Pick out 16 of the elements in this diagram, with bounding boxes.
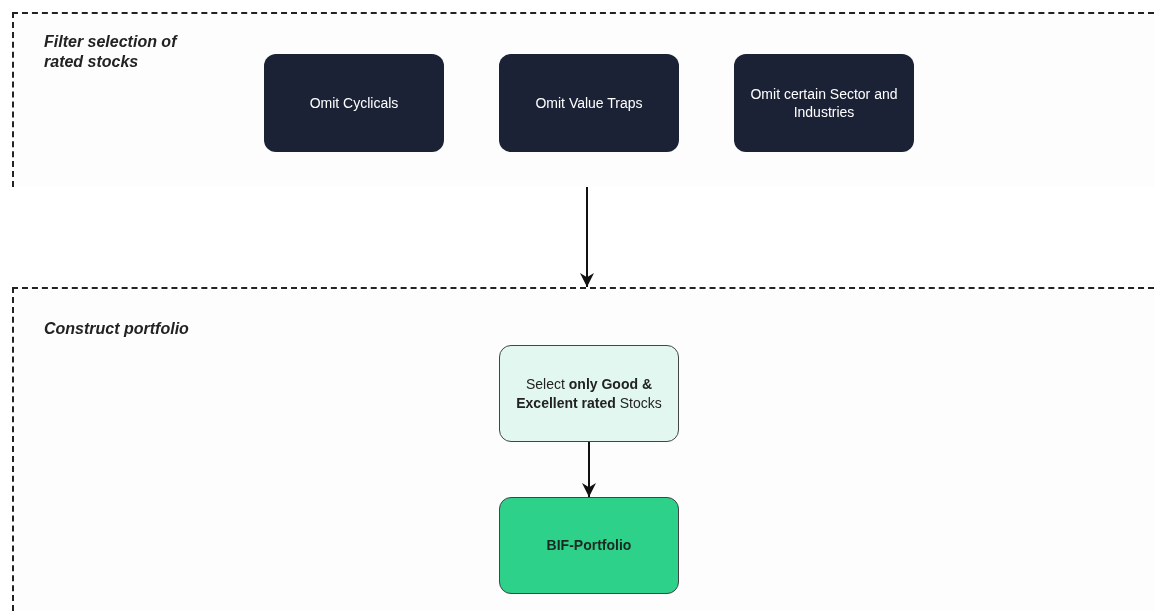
process-box xyxy=(499,54,679,152)
process-box xyxy=(264,54,444,152)
process-box xyxy=(499,345,679,442)
arrow xyxy=(580,186,594,288)
result-box xyxy=(499,497,679,594)
box-label: BIF-Portfolio xyxy=(546,536,632,555)
arrow xyxy=(582,441,596,498)
box-label: Select only Good & Excellent rated Stocks xyxy=(515,375,663,412)
dashed-group-frame xyxy=(12,12,1154,187)
box-label: Omit Cyclicals xyxy=(309,93,399,113)
group-heading: Construct portfolio xyxy=(44,319,190,339)
group-heading: Filter selection of rated stocks xyxy=(44,32,179,72)
box-label: Omit Value Traps xyxy=(535,93,643,113)
dashed-group-frame xyxy=(12,287,1154,611)
process-box xyxy=(734,54,914,152)
box-label: Omit certain Sector and Industries xyxy=(749,84,899,122)
